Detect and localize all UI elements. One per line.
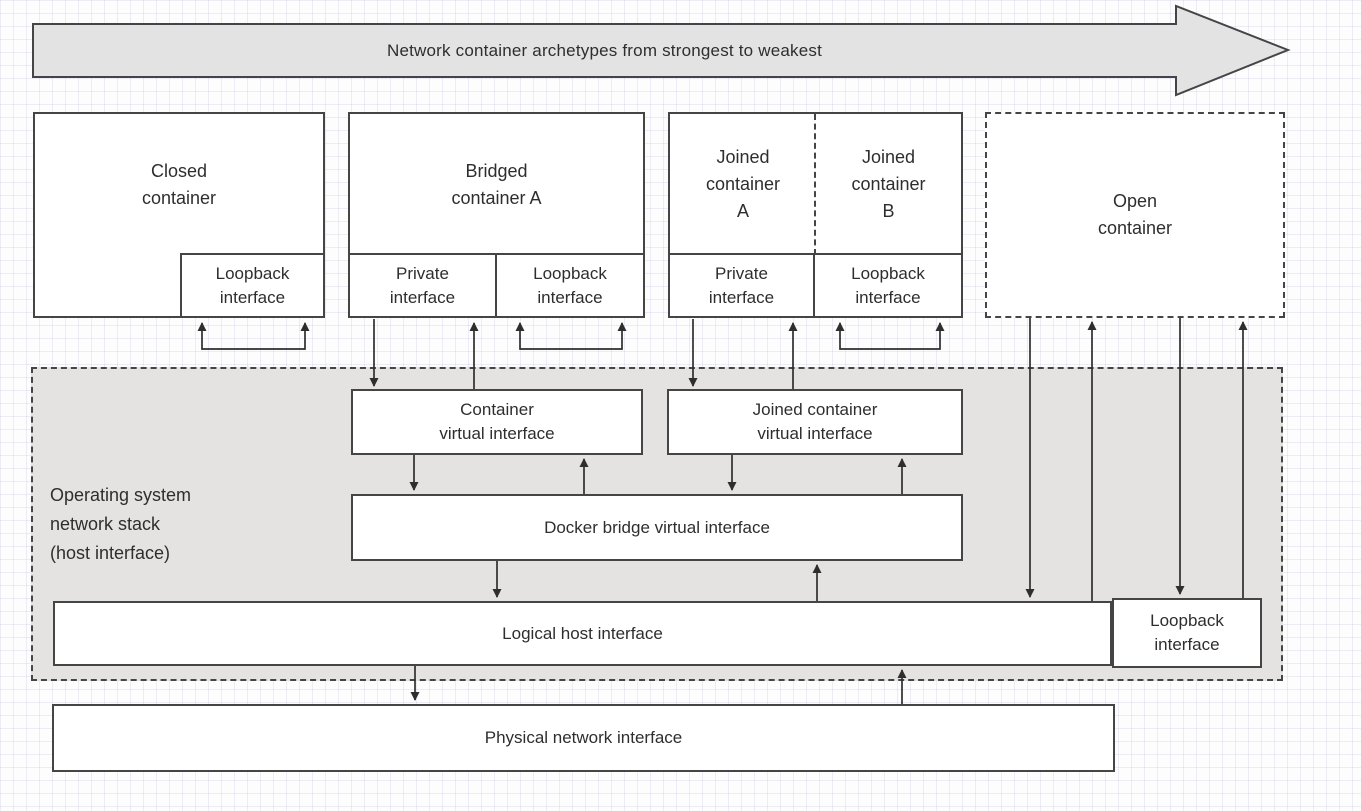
open-container-box: Open container [985,112,1285,318]
os-network-stack-label: Operating system network stack (host int… [50,485,192,563]
banner-title: Network container archetypes from strong… [386,40,823,60]
bridged-loopback-interface-box: Loopback interface [495,253,645,318]
container-virtual-interface-box: Container virtual interface [351,389,643,455]
bridged-loopback-self-arrow [515,322,627,350]
joined-loopback-interface-box: Loopback interface [813,253,963,318]
logical-host-interface-box: Logical host interface [53,601,1112,666]
joined-container-virtual-interface-box: Joined container virtual interface [667,389,963,455]
joined-container-divider [814,114,816,255]
joined-private-interface-box: Private interface [668,253,815,318]
bridged-container-title: Bridged container A [451,160,542,208]
joined-container-b-title: Joined container B [851,147,926,221]
joined-container-a-title: Joined container A [705,147,781,221]
bridged-private-interface-box: Private interface [348,253,497,318]
physical-network-interface-box: Physical network interface [52,704,1115,772]
closed-loopback-interface-box: Loopback interface [180,253,325,318]
closed-container-title: Closed container [141,160,217,208]
closed-loopback-self-arrow [197,322,310,350]
joined-loopback-self-arrow [835,322,945,350]
docker-bridge-virtual-interface-box: Docker bridge virtual interface [351,494,963,561]
host-loopback-interface-box: Loopback interface [1112,598,1262,668]
